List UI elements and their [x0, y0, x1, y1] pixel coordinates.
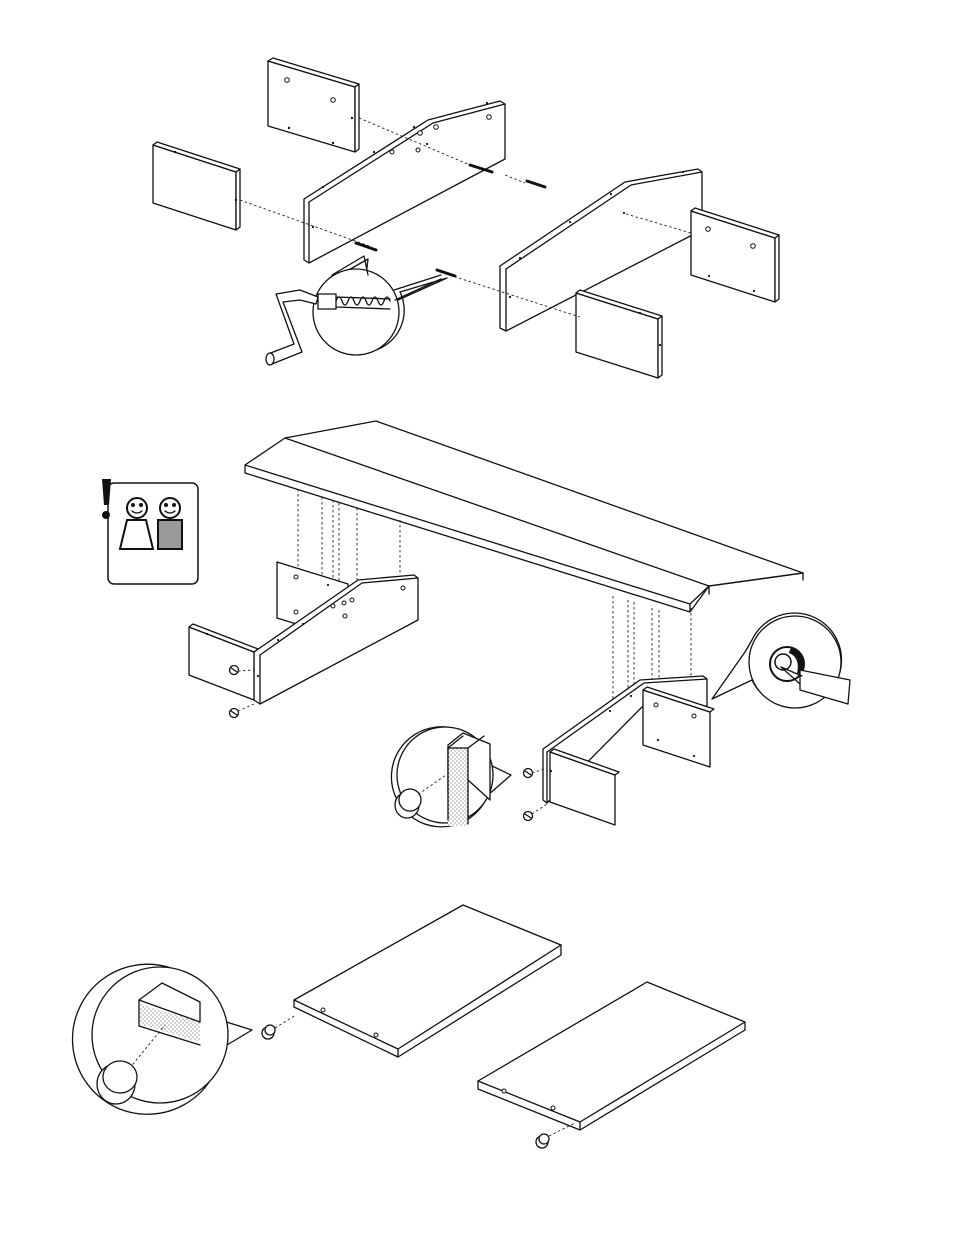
right-side-assembly	[543, 676, 714, 825]
left-side-assembly	[189, 562, 418, 704]
panel-icon	[691, 208, 779, 302]
cam-bolt-icon	[527, 181, 545, 187]
shelf-pin-detail-callout	[73, 964, 252, 1114]
two-person-warning-icon	[102, 479, 198, 584]
screw-icon	[524, 804, 548, 821]
cam-bolt-detail-callout	[266, 256, 447, 365]
step-3-diagram	[73, 905, 745, 1148]
cam-bolt-icon	[356, 243, 376, 250]
shelf-icon	[294, 905, 561, 1057]
shelf-pin-detail-callout	[391, 727, 511, 827]
panel-icon	[576, 290, 662, 378]
step-2-diagram	[102, 421, 850, 827]
panel-icon	[268, 58, 359, 152]
panel-icon	[153, 142, 240, 230]
shelf-icon	[478, 982, 745, 1130]
shelf-pin-icon	[536, 1123, 575, 1148]
screw-icon	[230, 704, 255, 718]
shelf-pin-icon	[262, 1015, 296, 1039]
hex-key-icon	[266, 290, 318, 365]
step-1-diagram	[153, 58, 779, 378]
cam-lock-icon	[770, 647, 804, 681]
cam-lock-detail-callout	[712, 613, 850, 708]
